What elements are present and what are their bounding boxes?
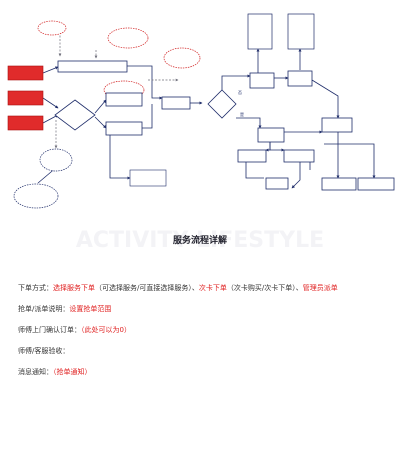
edge <box>311 79 340 119</box>
edge <box>42 114 59 124</box>
decision-node-2 <box>207 89 237 119</box>
highlight-text: （此处可以为0） <box>81 326 131 334</box>
cloud-node-ly <box>39 148 73 172</box>
edge <box>42 66 59 74</box>
edge <box>127 65 163 100</box>
edge <box>291 162 301 189</box>
body-text: 师傅/客服验收： <box>18 347 70 355</box>
explanation-paragraph: 下单方式：选择服务下单（可选择服务/可直接选择服务）、次卡下单（次卡购买/次卡下… <box>18 282 382 295</box>
explanation-paragraph: 师傅/客服验收： <box>18 345 382 358</box>
flow-node-hs <box>265 177 289 190</box>
flow-node-fin <box>321 177 357 191</box>
flow-node-fk <box>161 96 191 110</box>
body-text: （可选择服务/可直接选择服务）、 <box>95 284 199 292</box>
edge-label-no: 否 <box>238 90 242 95</box>
section-title: 服务流程详解 <box>173 234 227 246</box>
highlight-text: 选择服务下单 <box>53 284 95 292</box>
order-entry-admin <box>7 115 44 131</box>
highlight-text: 次卡下单 <box>198 284 227 292</box>
flow-node-rx <box>237 149 267 163</box>
cloud-node-pd <box>13 183 59 209</box>
flow-node-jy <box>321 117 353 133</box>
body-text: 消息通知： <box>18 368 53 376</box>
edge <box>109 135 131 180</box>
decision-node-1 <box>54 99 96 131</box>
edge <box>324 143 376 179</box>
flow-node-top1 <box>247 13 273 50</box>
flow-node-end <box>357 177 395 191</box>
edge <box>221 74 251 93</box>
explanation-paragraph: 师傅上门确认订单：（此处可以为0） <box>18 324 382 337</box>
section-heading: ACTIVITY LIFESTYLE 服务流程详解 <box>76 228 324 253</box>
body-text: 抢单/派单说明： <box>18 305 70 313</box>
edge <box>269 142 285 152</box>
watermark-text: ACTIVITY LIFESTYLE <box>76 228 324 253</box>
edge <box>245 160 264 179</box>
flow-node-after-settle <box>105 121 143 136</box>
edge <box>94 116 107 129</box>
edge <box>94 99 107 114</box>
flow-node-top2 <box>287 13 315 50</box>
highlight-text: 管理员派单 <box>302 284 338 292</box>
highlight-text: （抢单通知） <box>53 368 92 376</box>
order-entry-service <box>7 65 44 81</box>
cloud-node-yy <box>163 47 201 69</box>
edge-label-yes: 是 <box>240 111 244 117</box>
edge <box>236 117 262 129</box>
cloud-node-ssfl <box>37 20 67 36</box>
dashed-connectors <box>54 32 179 149</box>
flow-node-mid <box>57 60 128 73</box>
body-text: 下单方式： <box>18 284 53 292</box>
body-text: 师傅上门确认订单： <box>18 326 81 334</box>
flow-node-before-settle <box>105 92 143 107</box>
highlight-text: 设置抢单范围 <box>69 305 112 313</box>
service-flowchart: 否 是 <box>7 13 395 209</box>
flow-node-wc <box>257 127 285 143</box>
cloud-node-kt <box>107 27 149 49</box>
edge <box>142 104 153 129</box>
body-text: （次卡购买/次卡下单）、 <box>226 284 303 292</box>
flow-node-zz <box>283 149 315 163</box>
flow-node-sl <box>249 72 275 89</box>
explanation-paragraph: 抢单/派单说明：设置抢单范围 <box>18 303 382 316</box>
flow-node-cf <box>287 70 313 87</box>
edge <box>42 97 59 109</box>
order-entry-card <box>7 90 44 106</box>
edge <box>265 142 271 152</box>
explanation-text-block: 下单方式：选择服务下单（可选择服务/可直接选择服务）、次卡下单（次卡购买/次卡下… <box>18 282 382 379</box>
explanation-paragraph: 消息通知：（抢单通知） <box>18 366 382 379</box>
flow-note <box>129 169 167 187</box>
